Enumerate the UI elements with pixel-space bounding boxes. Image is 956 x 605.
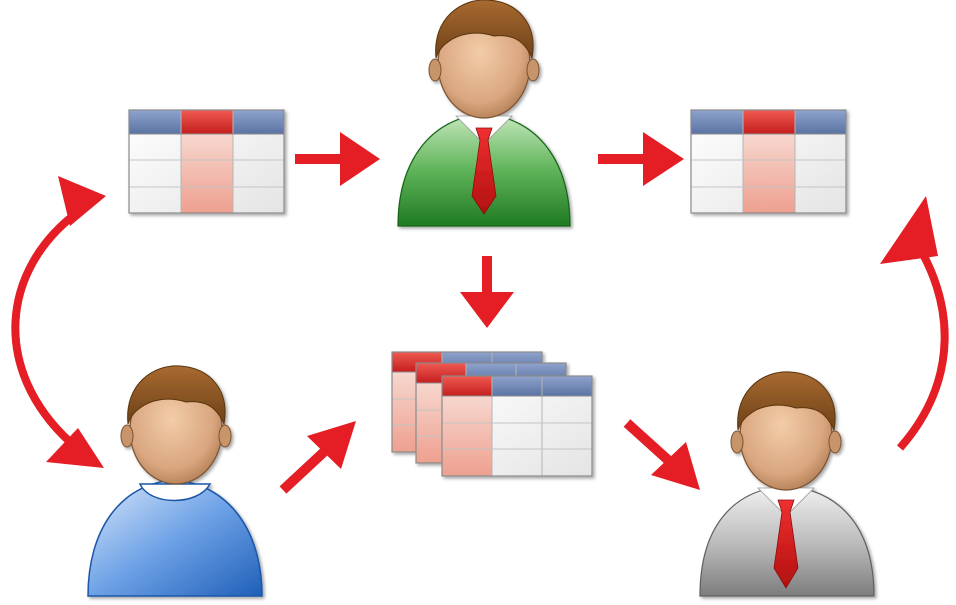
arrow-table-to-green-manager <box>295 132 380 186</box>
manager-green-icon <box>397 0 571 227</box>
stacked-spreadsheets-icon <box>391 351 593 477</box>
user-blue-icon <box>87 365 263 597</box>
arrow-down-to-stack <box>460 256 514 328</box>
arrow-curved-right <box>880 196 949 451</box>
spreadsheet-icon-right <box>690 109 847 214</box>
spreadsheet-icon-left <box>128 109 285 214</box>
arrow-stack-to-gray-manager <box>623 419 700 490</box>
arrow-green-manager-to-table <box>598 132 684 186</box>
arrow-blue-user-to-stack <box>279 421 356 494</box>
manager-gray-icon <box>699 371 875 597</box>
arrow-curved-left-bidirectional <box>11 176 106 468</box>
